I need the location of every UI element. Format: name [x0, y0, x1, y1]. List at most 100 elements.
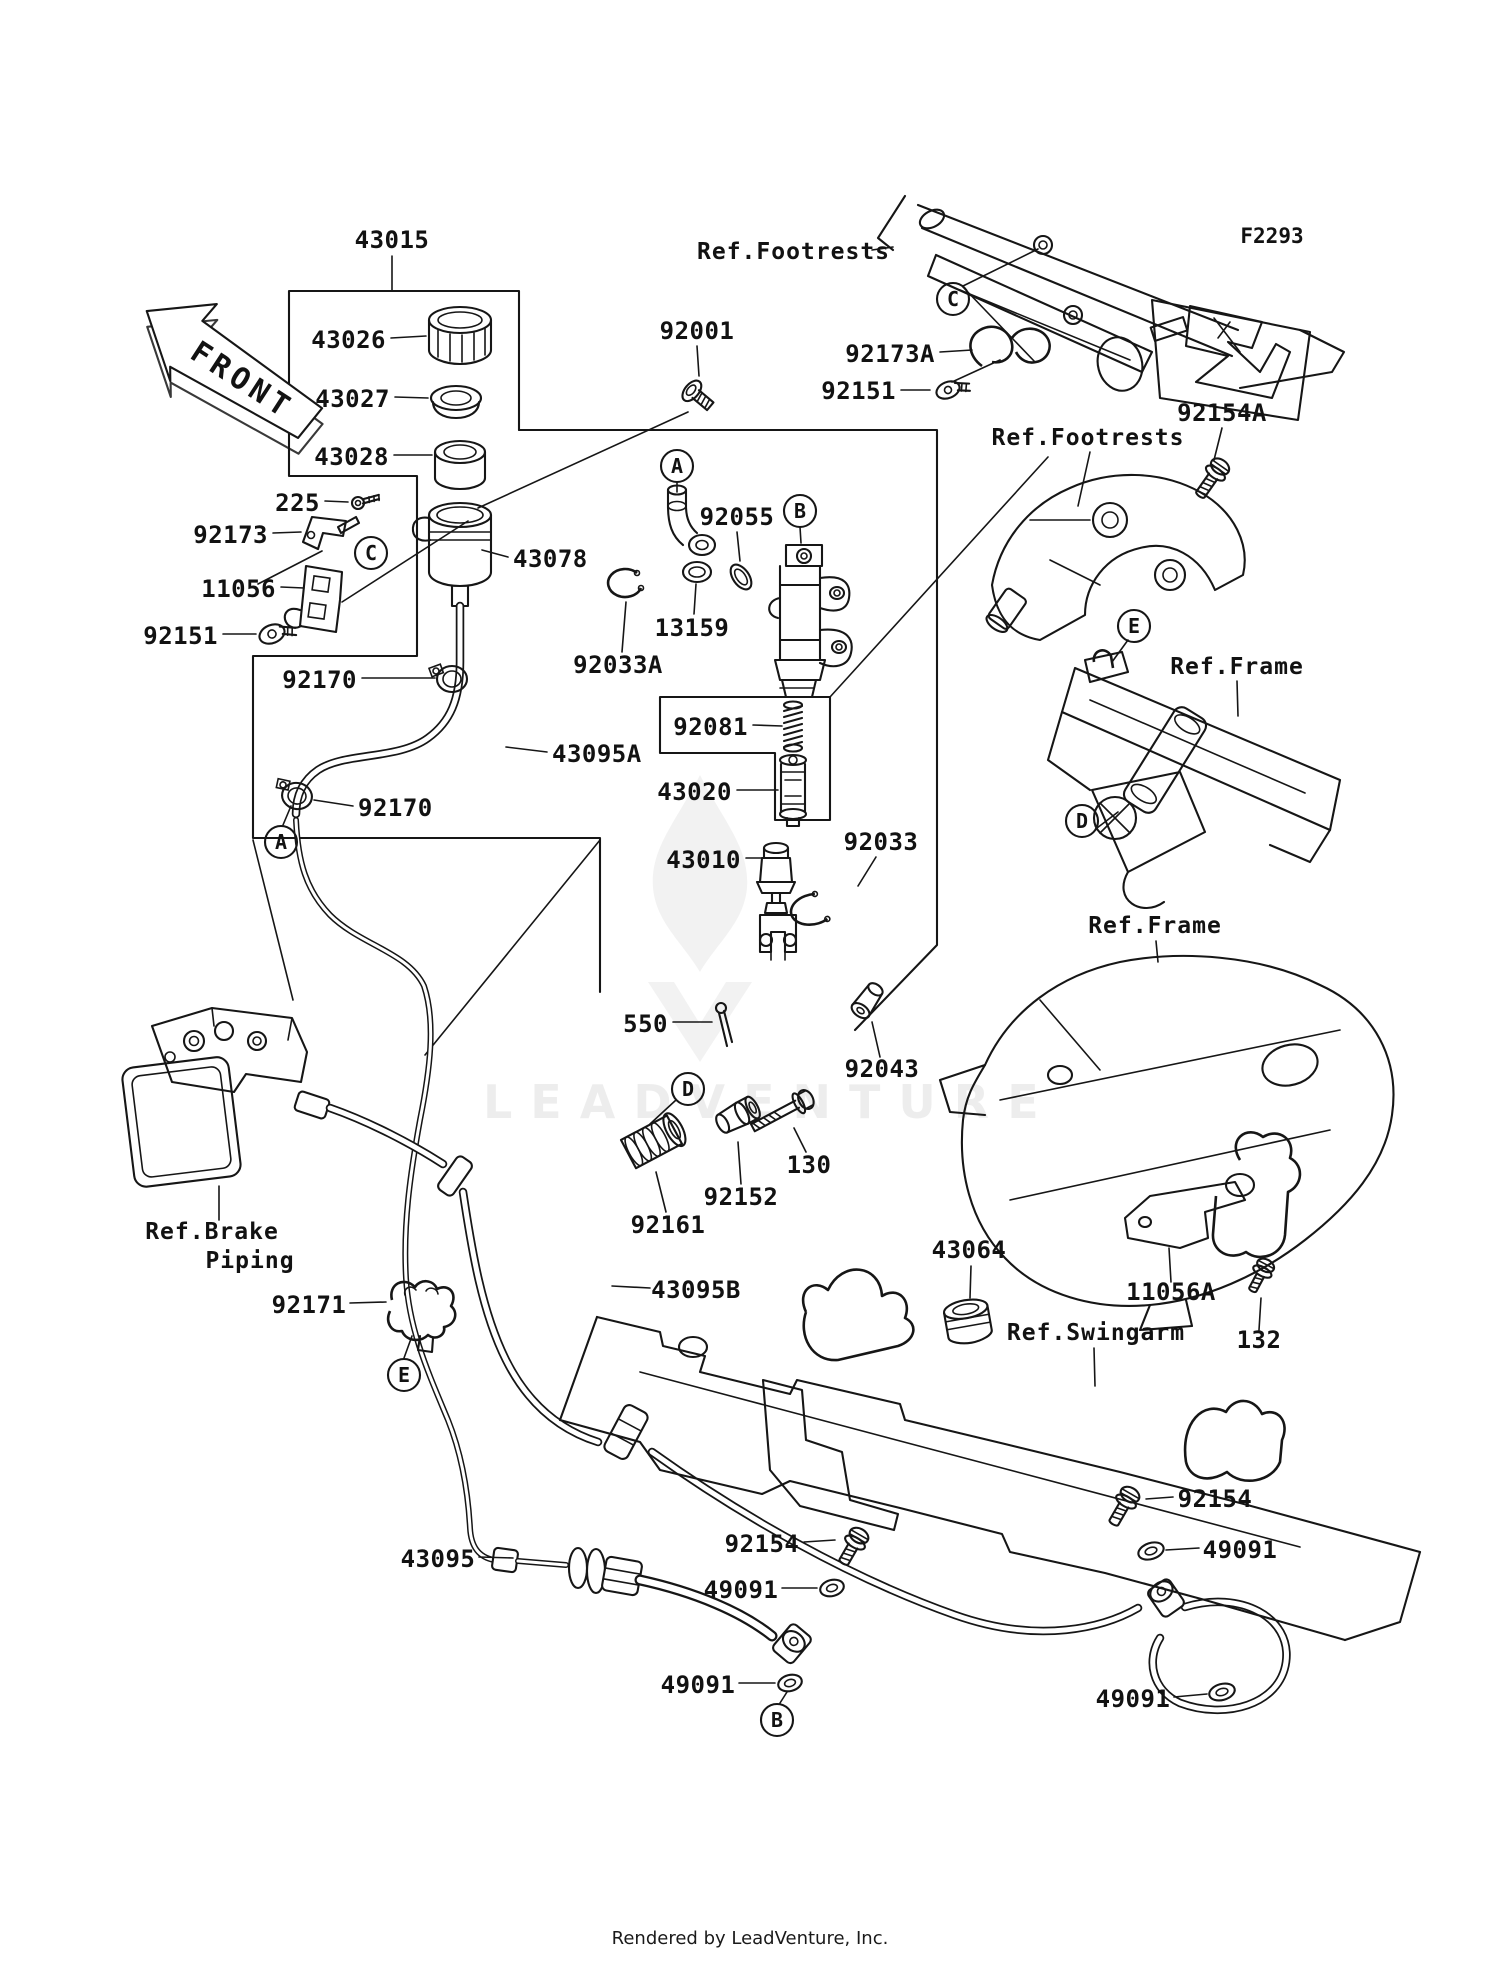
- leader-92001-to-reservoir: [477, 411, 689, 509]
- figure-code: F2293: [1240, 224, 1303, 248]
- assembly-boundary-boxes: [251, 289, 1049, 1056]
- svg-text:130: 130: [787, 1151, 832, 1179]
- washer-49091-r1-drawing: [1137, 1541, 1165, 1561]
- label-92154-mid: 92154: [725, 1530, 836, 1558]
- label-43095: 43095: [401, 1545, 514, 1573]
- snapring-92033-drawing: [789, 890, 831, 927]
- label-92170-upper: 92170: [282, 666, 436, 694]
- svg-text:Ref.Frame: Ref.Frame: [1170, 654, 1304, 680]
- svg-text:43064: 43064: [932, 1236, 1007, 1264]
- svg-text:Ref.Frame: Ref.Frame: [1088, 913, 1222, 939]
- bracket-11056a-drawing: [1123, 1131, 1302, 1259]
- callout-B-top: B: [782, 493, 818, 544]
- ref-swingarm: Ref.Swingarm: [1007, 1320, 1184, 1387]
- diaphragm-cup-drawing: [433, 439, 487, 491]
- center-banjo-hose-drawing: [491, 1546, 812, 1665]
- label-92001: 92001: [660, 317, 735, 377]
- svg-text:92081: 92081: [673, 713, 748, 741]
- bushing-92152-drawing: [715, 1095, 761, 1134]
- svg-text:Ref.Footrests: Ref.Footrests: [991, 425, 1184, 451]
- footrest-bracket-mid-drawing: [985, 473, 1246, 642]
- callout-E-right: E: [1111, 608, 1152, 663]
- label-92170-lower: 92170: [313, 794, 433, 822]
- spring-92081-drawing: [782, 700, 804, 753]
- svg-text:B: B: [794, 499, 806, 523]
- label-49091-r2: 49091: [1096, 1685, 1208, 1713]
- svg-text:92154: 92154: [725, 1530, 800, 1558]
- brake-pipe-drawing: [293, 817, 497, 1563]
- svg-text:92033: 92033: [844, 828, 919, 856]
- screw-225-drawing: [350, 493, 381, 511]
- svg-text:49091: 49091: [704, 1576, 779, 1604]
- flame-watermark-icon: [652, 775, 748, 972]
- label-92154-right: 92154: [1145, 1485, 1253, 1513]
- label-43095a: 43095A: [505, 740, 642, 768]
- diaphragm-plate-drawing: [429, 384, 483, 420]
- label-49091-m2: 49091: [661, 1671, 776, 1699]
- label-92154a: 92154A: [1177, 399, 1267, 461]
- svg-text:92151: 92151: [821, 377, 896, 405]
- label-92043: 92043: [845, 1021, 919, 1083]
- callout-circles: A B C C E D D E A B: [263, 248, 1152, 1738]
- screw-92151-right-drawing: [935, 380, 971, 400]
- callout-B-bottom: B: [759, 1691, 795, 1738]
- master-cylinder-drawing: [768, 543, 853, 699]
- clamp-92171-drawing: [386, 1279, 457, 1354]
- hose-43095b-drawing: [458, 1187, 1291, 1714]
- svg-text:43028: 43028: [314, 443, 389, 471]
- ref-frame-2: Ref.Frame: [1088, 913, 1222, 963]
- label-43095b: 43095B: [611, 1276, 741, 1304]
- screw-92151-left-drawing: [258, 623, 298, 645]
- svg-text:13159: 13159: [655, 614, 730, 642]
- v-watermark-icon: [648, 982, 752, 1062]
- bolt-92154a-drawing: [1195, 457, 1231, 499]
- svg-text:225: 225: [275, 489, 320, 517]
- svg-text:D: D: [682, 1077, 694, 1101]
- svg-text:Piping: Piping: [205, 1248, 294, 1274]
- bushing-92043-drawing: [850, 982, 884, 1020]
- swingarm-drawing: [558, 1268, 1422, 1642]
- svg-text:92170: 92170: [358, 794, 433, 822]
- label-13159: 13159: [655, 583, 730, 642]
- frame-rail-right-drawing: [1046, 649, 1342, 909]
- elbow-fitting-drawing: [666, 484, 717, 557]
- callout-A-top: A: [659, 448, 695, 493]
- svg-text:92154A: 92154A: [1177, 399, 1267, 427]
- svg-text:43095B: 43095B: [651, 1276, 741, 1304]
- callout-A-bottom: A: [263, 805, 299, 860]
- pushrod-43010-drawing: [755, 841, 798, 961]
- svg-text:49091: 49091: [1096, 1685, 1171, 1713]
- svg-text:A: A: [275, 830, 287, 854]
- label-92161: 92161: [631, 1171, 705, 1239]
- label-92033a: 92033A: [573, 601, 662, 679]
- svg-text:E: E: [1128, 614, 1140, 638]
- svg-text:E: E: [398, 1363, 410, 1387]
- svg-text:92055: 92055: [700, 503, 775, 531]
- svg-text:550: 550: [623, 1010, 668, 1038]
- svg-text:43095A: 43095A: [552, 740, 642, 768]
- reservoir-hose-drawing: [291, 601, 465, 819]
- bolt-130-drawing: [749, 1089, 815, 1133]
- svg-text:43027: 43027: [315, 385, 390, 413]
- callout-D-right: D: [1064, 803, 1119, 839]
- svg-text:49091: 49091: [1203, 1536, 1278, 1564]
- callout-E-left: E: [386, 1335, 422, 1393]
- clip-92173a-drawing: [969, 325, 1051, 368]
- bracket-92173-drawing: [301, 515, 361, 551]
- svg-text:92001: 92001: [660, 317, 735, 345]
- label-92173a: 92173A: [845, 340, 973, 368]
- svg-text:A: A: [671, 454, 683, 478]
- washer-49091-m2-drawing: [777, 1673, 803, 1693]
- abs-unit-drawing: [121, 1006, 331, 1188]
- label-92151-left: 92151: [143, 622, 257, 650]
- label-92173: 92173: [193, 521, 302, 549]
- svg-text:92154: 92154: [1178, 1485, 1253, 1513]
- front-arrow: FRONT: [145, 303, 324, 455]
- svg-text:43020: 43020: [657, 778, 732, 806]
- svg-text:43015: 43015: [355, 226, 430, 254]
- svg-text:92151: 92151: [143, 622, 218, 650]
- label-43020: 43020: [657, 778, 779, 806]
- rear-frame-drawing: [938, 954, 1395, 1332]
